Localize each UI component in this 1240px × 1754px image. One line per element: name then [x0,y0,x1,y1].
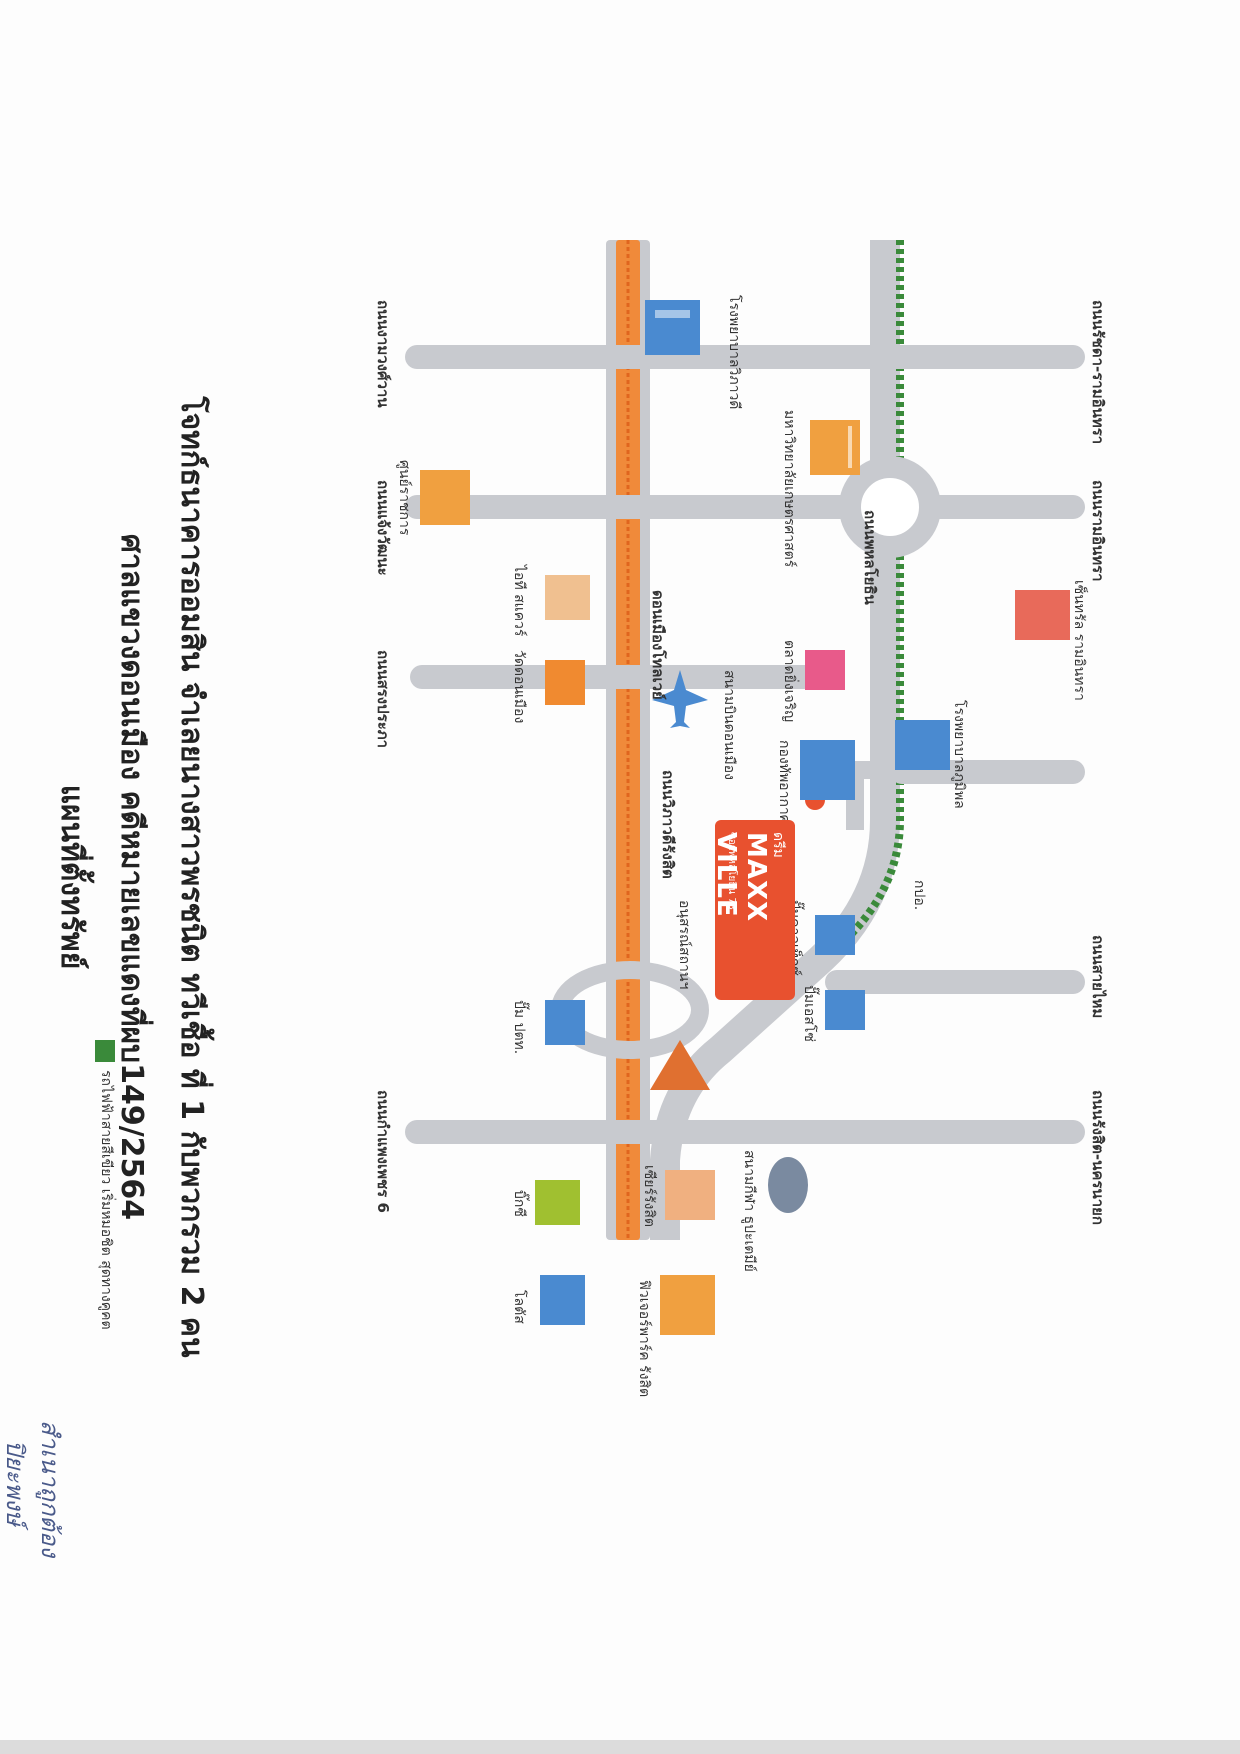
label-saphan-mai: ถนนสายไหม [1089,935,1107,1019]
label-victory-monument: อนุสรณ์สถานฯ [676,900,692,990]
songprapa-road [410,665,840,689]
label-kasetsart: มหาวิทยาลัยเกษตรศาสตร์ [781,410,797,568]
label-central-rangsit: เซียร์รังสิต [641,1165,657,1228]
future-park-building [660,1275,715,1335]
market-building [805,650,845,690]
label-central-ramintra: เซ็นทรัล รามอินทรา [1071,580,1087,701]
ptt-building [545,1000,585,1045]
label-ptt: ปั๊ม ปตท. [511,1000,527,1055]
marker-sub-label: ซอยพหลโยธิน 73 [726,832,737,911]
legend-text: รถไฟฟ้าสายสีเขียว เริ่มหมอชิต สุดทางคูคต [98,1070,114,1330]
property-marker: ดรีม MAXX VILLE ซอยพหลโยธิน 73 [711,820,795,1000]
label-kamphaengphet: ถนนกำแพงเพชร 6 [374,1090,392,1213]
label-market: ตลาดยิ่งเจริญ [781,640,797,723]
label-it-square: ไอที สแควร์ [511,565,527,637]
label-ngamwongwan-left: ถนนรัชดา-รามอินทรา [1089,300,1107,445]
label-airport: สนามบินดอนเมือง [721,670,737,780]
stadium-building [768,1157,808,1213]
label-esso: ปั๊มเอสโซ่ [801,985,817,1042]
government-center-building [420,470,470,525]
roundabout [839,456,941,558]
label-future-park: ฟิวเจอร์พาร์ค รังสิต [636,1280,652,1398]
label-ngamwongwan: ถนนงามวงศ์วาน [374,300,392,408]
ngamwongwan-road [405,345,1085,369]
label-stadium: สนามกีฬา ธูปะเตมีย์ [741,1150,757,1272]
vibhavadi-hospital-building [645,300,700,355]
label-phahonyothin: ถนนพหลโยธิน [861,510,879,605]
label-ramintra: ถนนรามอินทรา [1089,480,1107,582]
central-ramintra-building [1015,590,1070,640]
label-lotus: โลตัส [511,1290,527,1324]
signature-line-2: ปิยะพงษ์ [1,1440,29,1526]
legend-swatch [95,1040,115,1062]
label-government-center: ศูนย์ราชการ [396,460,412,536]
lotus-building [540,1275,585,1325]
bhumibol-hospital-building [895,720,950,770]
airplane-icon [652,670,708,728]
label-vibhavadi-hospital: โรงพยาบาลวิภาวดี [726,295,742,410]
label-wat-donmuang: วัดดอนเมือง [511,650,527,724]
marker-name: MAXX VILLE [711,832,771,923]
esso-building [825,990,865,1030]
label-songprapa: ถนนสรงประภา [374,650,392,749]
label-bts: กปอ. [911,880,927,911]
central-rangsit-building [665,1170,715,1220]
label-tollway: ดอนเมืองโทลเวย์ [649,590,667,700]
wat-donmuang-building [545,660,585,705]
rangsit-road [405,1120,1085,1144]
chaengwattana-road [405,495,1085,519]
caltex-building [815,915,855,955]
kasetsart-building [810,420,860,475]
label-rangsit-nakhonnayok: ถนนรังสิต-นครนายก [1089,1090,1107,1225]
label-vibhavadi: ถนนวิภาวดีรังสิต [659,770,677,879]
label-army: กองทัพอากาศ [776,740,792,824]
saphan-mai-road [825,970,1085,994]
army-building [800,740,855,800]
label-bigc: บิ๊กซี [511,1190,527,1217]
label-chaengwattana: ถนนแจ้งวัฒนะ [374,480,392,576]
victory-monument-icon [650,1040,710,1090]
it-square-building [545,575,590,620]
label-bhumibol: โรงพยาบาลภูมิพล [951,700,967,809]
bigc-building [535,1180,580,1225]
signature-line-1: สำเนาถูกต้อง [36,1420,64,1557]
scan-edge [0,1740,1240,1754]
